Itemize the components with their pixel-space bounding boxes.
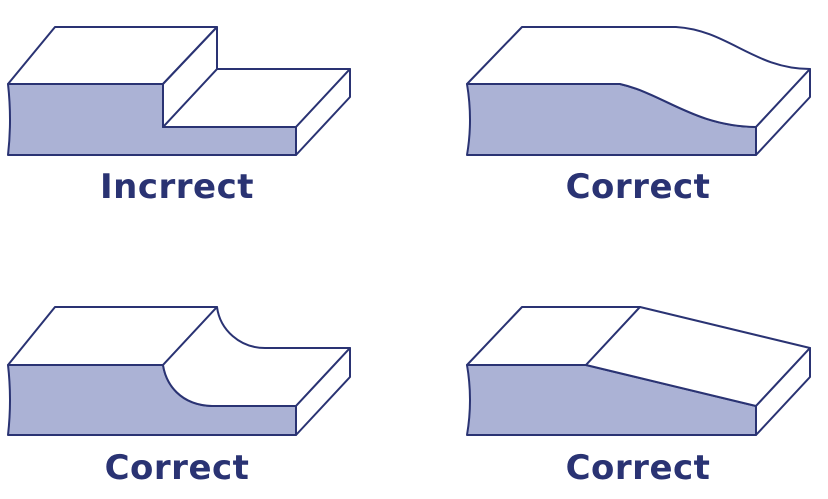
panel-correct-slope: Correct — [414, 250, 828, 499]
panel-correct-curve: Correct — [414, 0, 828, 249]
fillet-transition-illustration — [7, 306, 351, 436]
step-block-illustration — [7, 26, 351, 156]
panel-correct-fillet: Correct — [0, 250, 414, 499]
caption-correct-2: Correct — [104, 448, 250, 488]
sloped-transition-illustration — [466, 306, 811, 436]
caption-correct-1: Correct — [565, 167, 711, 207]
caption-correct-3: Correct — [565, 448, 711, 488]
curved-transition-illustration — [466, 26, 811, 156]
caption-incorrect: Incrrect — [99, 167, 254, 207]
panel-incorrect-step: Incrrect — [0, 0, 414, 249]
